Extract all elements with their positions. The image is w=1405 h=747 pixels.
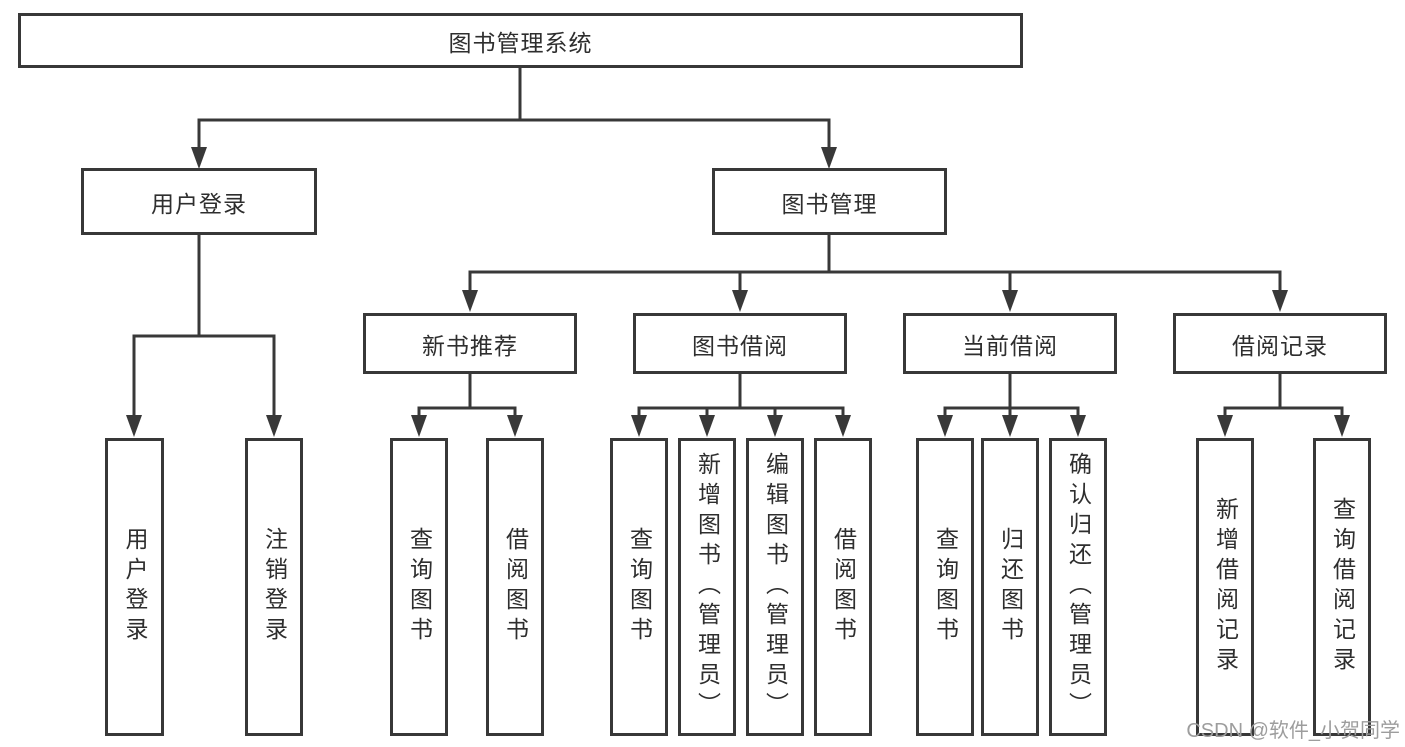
node-label: 图书管理 — [781, 190, 878, 217]
node-label: 归还图书 — [997, 527, 1024, 647]
node-borrow-books-2: 借阅图书 — [814, 438, 872, 736]
node-label: 新增图书（管理员） — [694, 452, 721, 722]
node-label: 用户登录 — [151, 190, 247, 217]
node-label: 查询图书 — [406, 527, 433, 647]
node-confirm-return-admin: 确认归还（管理员） — [1049, 438, 1107, 736]
node-return-books: 归还图书 — [981, 438, 1039, 736]
node-label: 当前借阅 — [962, 332, 1058, 359]
node-borrow-books-1: 借阅图书 — [486, 438, 544, 736]
node-add-borrow-record: 新增借阅记录 — [1196, 438, 1254, 736]
node-root: 图书管理系统 — [18, 13, 1023, 68]
node-book-borrowing: 图书借阅 — [633, 313, 847, 374]
node-label: 编辑图书（管理员） — [762, 452, 789, 722]
node-label: 借阅图书 — [502, 527, 529, 647]
node-new-book-recommendation: 新书推荐 — [363, 313, 577, 374]
node-book-management: 图书管理 — [712, 168, 947, 235]
node-query-books-3: 查询图书 — [916, 438, 974, 736]
node-query-books-2: 查询图书 — [610, 438, 668, 736]
node-query-books-1: 查询图书 — [390, 438, 448, 736]
node-label: 借阅记录 — [1232, 332, 1328, 359]
node-label: 图书管理系统 — [448, 29, 593, 56]
node-user-login: 用户登录 — [105, 438, 164, 736]
node-label: 新增借阅记录 — [1212, 497, 1239, 677]
node-query-borrow-record: 查询借阅记录 — [1313, 438, 1371, 736]
node-logout: 注销登录 — [245, 438, 303, 736]
node-label: 新书推荐 — [422, 332, 518, 359]
node-current-borrowing: 当前借阅 — [903, 313, 1117, 374]
node-label: 查询图书 — [932, 527, 959, 647]
node-label: 确认归还（管理员） — [1065, 452, 1092, 722]
node-borrowing-records: 借阅记录 — [1173, 313, 1387, 374]
node-label: 查询借阅记录 — [1329, 497, 1356, 677]
csdn-watermark: CSDN @软件_小贺同学 — [1186, 720, 1400, 742]
node-label: 注销登录 — [261, 527, 288, 647]
arrowhead-icons — [126, 147, 1350, 437]
node-label: 用户登录 — [122, 527, 148, 647]
node-label: 图书借阅 — [692, 332, 788, 359]
node-edit-book-admin: 编辑图书（管理员） — [746, 438, 804, 736]
node-label: 借阅图书 — [830, 527, 857, 647]
node-user-login-group: 用户登录 — [81, 168, 317, 235]
node-add-book-admin: 新增图书（管理员） — [678, 438, 736, 736]
node-label: 查询图书 — [626, 527, 653, 647]
